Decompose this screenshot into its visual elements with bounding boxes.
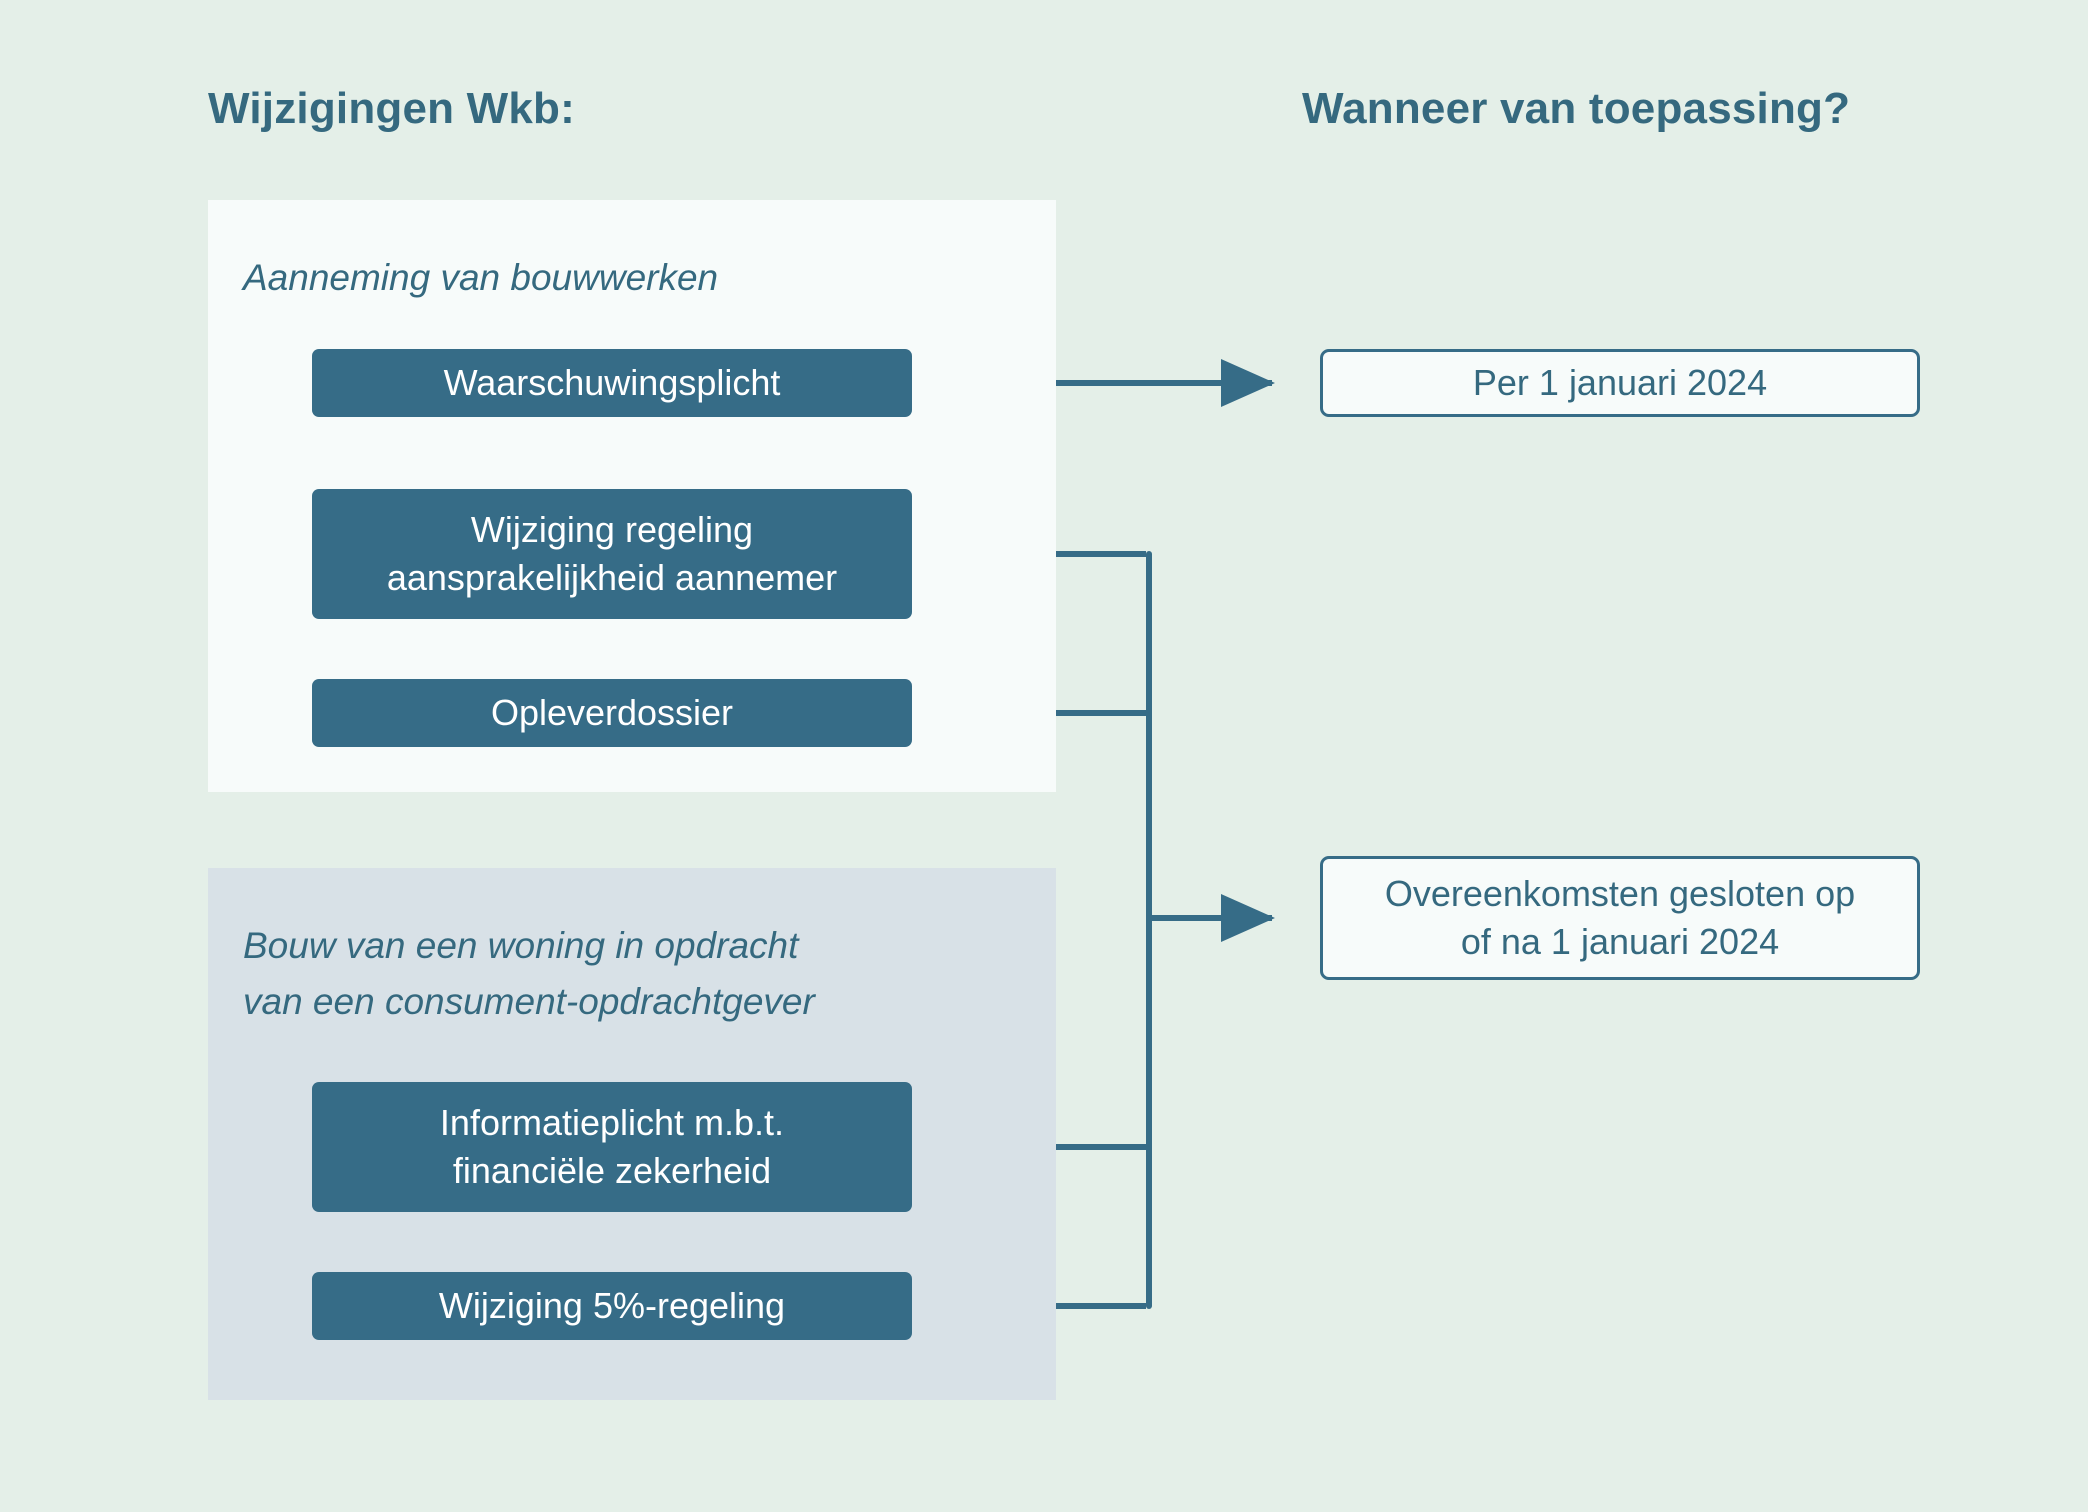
group-title-bouw: Bouw van een woning in opdracht van een … bbox=[243, 925, 815, 1022]
measure-box-informatieplicht[interactable]: Informatieplicht m.b.t. financiële zeker… bbox=[312, 1082, 912, 1212]
measure-box-waarschuwingsplicht[interactable]: Waarschuwingsplicht bbox=[312, 349, 912, 417]
column-header-applicability: Wanneer van toepassing? bbox=[1302, 84, 1851, 133]
measure-box-vijfprocentregeling[interactable]: Wijziging 5%-regeling bbox=[312, 1272, 912, 1340]
outcome-box-per-1-januari-2024[interactable]: Per 1 januari 2024 bbox=[1320, 349, 1920, 417]
group-title-aanneming: Aanneming van bouwwerken bbox=[243, 257, 719, 298]
outcome-box-overeenkomsten-op-of-na[interactable]: Overeenkomsten gesloten op of na 1 janua… bbox=[1320, 856, 1920, 980]
measure-box-aansprakelijkheid[interactable]: Wijziging regeling aansprakelijkheid aan… bbox=[312, 489, 912, 619]
measure-box-opleverdossier[interactable]: Opleverdossier bbox=[312, 679, 912, 747]
column-header-changes: Wijzigingen Wkb: bbox=[208, 84, 575, 133]
